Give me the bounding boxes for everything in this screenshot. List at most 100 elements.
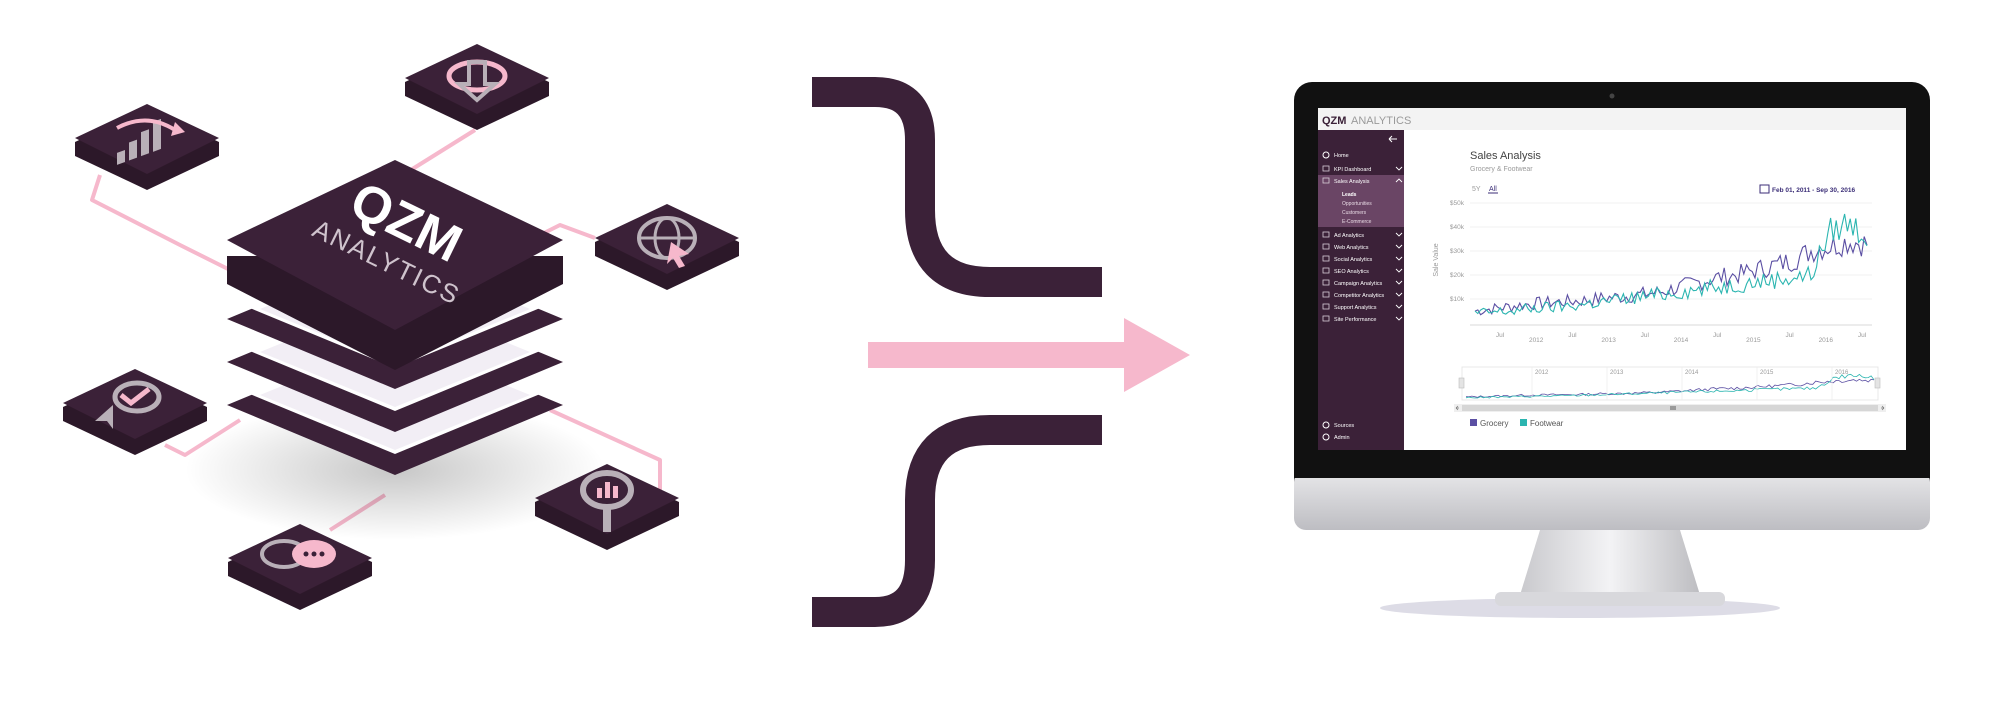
navigator-frame: [1461, 366, 1879, 401]
sidebar-item-web-analytics[interactable]: Web Analytics: [1322, 243, 1403, 251]
web-analytics-icon: [1322, 243, 1330, 250]
y-tick-label: $10k: [1450, 296, 1465, 303]
series-line-grocery: [1474, 236, 1868, 316]
support-analytics-icon: [1322, 303, 1330, 310]
sidebar-item-label: Competitor Analytics: [1334, 293, 1384, 299]
navigator-tick-label: 2016: [1835, 370, 1849, 376]
sidebar-item-support-analytics[interactable]: Support Analytics: [1322, 303, 1403, 311]
navigator-series-grocery: [1465, 378, 1875, 398]
navigator-series-footwear: [1465, 373, 1875, 399]
x-tick-label: Jul: [1641, 332, 1650, 339]
chevron-down-icon: [1395, 280, 1403, 285]
sidebar-subitem-customers[interactable]: Customers: [1342, 210, 1367, 216]
y-tick-label: $20k: [1450, 272, 1465, 279]
navigator-handle-left[interactable]: [1458, 377, 1465, 389]
sidebar-subitem-e-commerce[interactable]: E-Commerce: [1342, 219, 1372, 225]
calendar-icon: [1759, 184, 1770, 194]
sidebar-admin-label: Admin: [1334, 435, 1350, 441]
x-tick-label: Jul: [1785, 332, 1794, 339]
sidebar-item-label: Support Analytics: [1334, 305, 1377, 311]
sidebar-collapse-button[interactable]: [1388, 135, 1397, 143]
tile-touch: [405, 44, 549, 130]
arrow-left-icon: [1388, 135, 1397, 143]
range-button-all[interactable]: All: [1489, 186, 1497, 193]
merge-connectors: [812, 77, 1190, 627]
sidebar-item-label: KPI Dashboard: [1334, 167, 1371, 173]
magnifier-chart-icon: [580, 470, 634, 532]
x-tick-label: Jul: [1568, 332, 1577, 339]
seo-analytics-icon: [1322, 267, 1330, 274]
x-tick-label: Jul: [1858, 332, 1867, 339]
legend-item-footwear[interactable]: Footwear: [1520, 419, 1564, 428]
sidebar-item-seo-analytics[interactable]: SEO Analytics: [1322, 267, 1403, 275]
competitor-analytics-icon: [1322, 291, 1330, 298]
ad-analytics-icon: [1322, 231, 1330, 238]
badge-check-icon: [95, 380, 162, 429]
chart-legend: Grocery Footwear: [1470, 419, 1564, 428]
x-tick-label: Jul: [1496, 332, 1505, 339]
legend-label-footwear: Footwear: [1530, 419, 1564, 428]
navigator-handle-right[interactable]: [1874, 377, 1881, 389]
sidebar-item-label: Ad Analytics: [1334, 233, 1364, 239]
sidebar-item-sales-analysis[interactable]: Sales Analysis: [1318, 175, 1404, 227]
sidebar-item-home[interactable]: Home: [1322, 151, 1349, 159]
legend-swatch-footwear: [1520, 419, 1527, 426]
globe-cursor-icon: [637, 216, 697, 268]
sidebar-item-sources[interactable]: Sources: [1322, 421, 1354, 429]
sidebar-item-campaign-analytics[interactable]: Campaign Analytics: [1322, 279, 1403, 287]
chevron-down-icon: [1395, 232, 1403, 237]
site-performance-icon: [1322, 315, 1330, 322]
layer-stack: QZM ANALYTICS: [227, 160, 563, 475]
navigator-tick-label: 2015: [1760, 370, 1774, 376]
page-title: Sales Analysis: [1470, 150, 1541, 162]
sidebar-subitem-leads[interactable]: Leads: [1342, 192, 1357, 198]
scroll-right-icon[interactable]: [1881, 405, 1885, 411]
y-tick-label: $50k: [1450, 200, 1465, 207]
chevron-up-icon: [1395, 178, 1403, 183]
sources-icon: [1322, 421, 1330, 429]
x-tick-label: 2014: [1674, 337, 1689, 344]
series-line-footwear: [1474, 213, 1868, 316]
range-button-5y[interactable]: 5Y: [1472, 186, 1481, 193]
sidebar-item-site-performance[interactable]: Site Performance: [1322, 315, 1403, 323]
scroll-left-icon[interactable]: [1455, 405, 1459, 411]
kpi-dashboard-icon: [1322, 165, 1330, 172]
sidebar-item-ad-analytics[interactable]: Ad Analytics: [1322, 231, 1403, 239]
sidebar-subitem-opportunities[interactable]: Opportunities: [1342, 201, 1372, 207]
sidebar-item-label: Campaign Analytics: [1334, 281, 1383, 287]
x-tick-label: 2012: [1529, 337, 1544, 344]
navigator-tick-label: 2013: [1610, 370, 1624, 376]
sidebar-item-label: Web Analytics: [1334, 245, 1369, 251]
legend-item-grocery[interactable]: Grocery: [1470, 419, 1508, 428]
tile-chat: [228, 524, 372, 610]
sales-analysis-icon: [1322, 177, 1330, 184]
date-range-picker[interactable]: Feb 01, 2011 - Sep 30, 2016: [1759, 184, 1855, 194]
x-tick-label: Jul: [1713, 332, 1722, 339]
tile-badge: [63, 369, 207, 455]
sidebar-item-kpi-dashboard[interactable]: KPI Dashboard: [1322, 165, 1403, 173]
sidebar-item-social-analytics[interactable]: Social Analytics: [1322, 255, 1403, 263]
chart-ylabel: Sale Value: [1433, 243, 1440, 276]
scrollbar-grip-icon: [1670, 406, 1676, 410]
chevron-down-icon: [1395, 316, 1403, 321]
chevron-down-icon: [1395, 244, 1403, 249]
sidebar-home-label: Home: [1334, 153, 1349, 159]
sidebar-item-competitor-analytics[interactable]: Competitor Analytics: [1322, 291, 1403, 299]
campaign-analytics-icon: [1322, 279, 1330, 286]
sales-chart: $10k$20k$30k$40k$50kJul2012Jul2013Jul201…: [1450, 200, 1872, 344]
x-tick-label: 2013: [1601, 337, 1616, 344]
sidebar-item-label: Site Performance: [1334, 317, 1377, 323]
x-tick-label: 2016: [1819, 337, 1834, 344]
sidebar-item-admin[interactable]: Admin: [1322, 433, 1350, 441]
social-analytics-icon: [1322, 255, 1330, 262]
y-tick-label: $40k: [1450, 224, 1465, 231]
legend-swatch-grocery: [1470, 419, 1477, 426]
navigator-tick-label: 2012: [1535, 370, 1549, 376]
app-header: [1318, 108, 1906, 130]
tile-globe: [595, 204, 739, 290]
